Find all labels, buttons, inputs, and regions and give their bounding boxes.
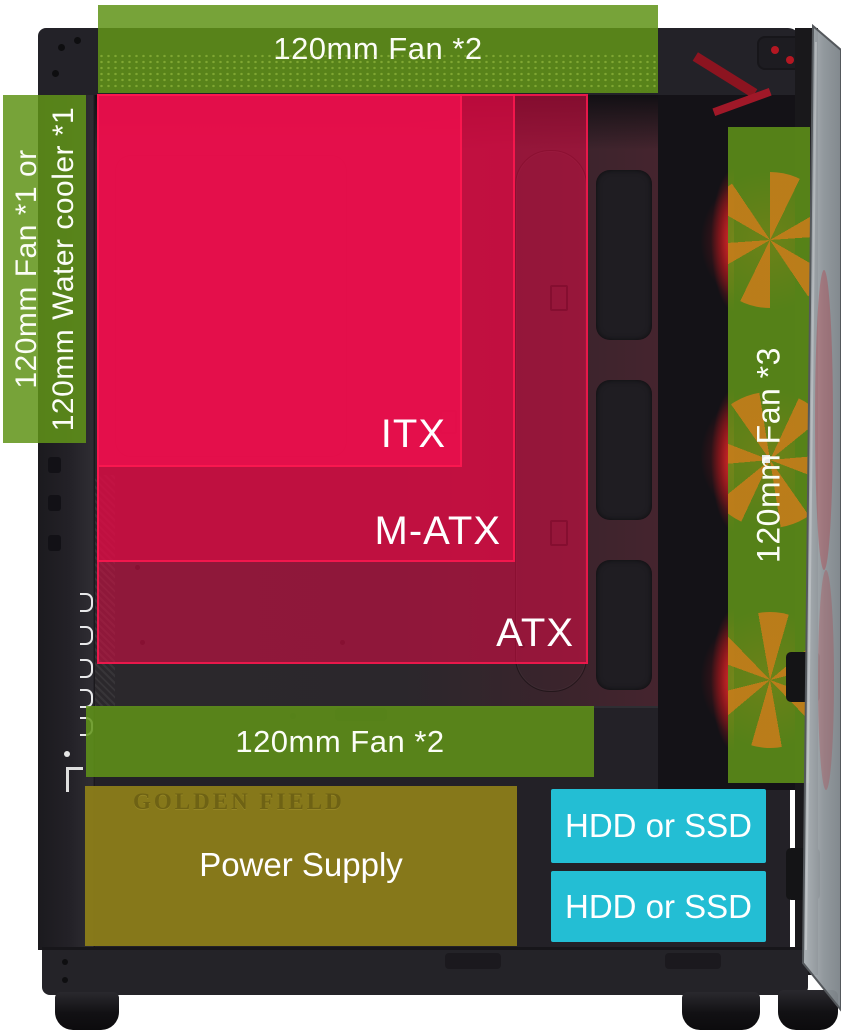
overlay-itx: ITX <box>97 94 462 467</box>
front-fan-label: 120mm Fan *1 or 120mm Water cooler *1 <box>8 107 82 432</box>
bottom-fan-banner: 120mm Fan *2 <box>86 706 594 777</box>
front-fan-line2: 120mm Water cooler *1 <box>46 106 80 432</box>
front-fan-line1: 120mm Fan *1 or <box>9 149 43 389</box>
bottom-tab <box>665 953 721 969</box>
screw-dot <box>62 959 68 965</box>
psu-brand-logo: GOLDEN FIELD <box>133 789 345 814</box>
panel-clip <box>80 659 93 678</box>
drive-bay-1-label: HDD or SSD <box>564 807 753 844</box>
top-fan-banner: 120mm Fan *2 <box>98 5 658 93</box>
red-accent-dot <box>771 46 779 54</box>
tray-cutout <box>596 380 652 520</box>
red-accent-dot <box>786 56 794 64</box>
bottom-tab <box>445 953 501 969</box>
psu-label: Power Supply <box>199 846 403 883</box>
drive-bay-2: HDD or SSD <box>551 871 766 942</box>
tray-cutout <box>596 170 652 340</box>
bottom-fan-label: 120mm Fan *2 <box>235 723 445 759</box>
power-supply-zone: GOLDEN FIELD Power Supply <box>85 786 517 946</box>
screw-dot <box>74 37 81 44</box>
panel-clip <box>80 593 93 612</box>
side-fan-label: 120mm Fan *3 <box>750 347 787 563</box>
screw-dot <box>62 977 68 983</box>
tray-cutout <box>596 560 652 690</box>
fan-hub-dot <box>762 455 770 463</box>
fan-icon <box>728 172 810 308</box>
atx-label: ATX <box>496 611 574 655</box>
panel-clip <box>48 535 61 551</box>
panel-clip <box>48 457 61 473</box>
top-fan-label: 120mm Fan *2 <box>273 31 483 66</box>
drive-bay-1: HDD or SSD <box>551 789 766 863</box>
case-foot-rear <box>778 990 838 1030</box>
panel-clip <box>48 495 61 511</box>
screw-dot <box>52 70 59 77</box>
case-foot <box>55 992 119 1030</box>
matx-label: M-ATX <box>374 509 501 553</box>
case-bottom-frame <box>42 947 808 995</box>
side-fan-banner: 120mm Fan *3 <box>728 127 810 783</box>
case-foot <box>682 992 760 1030</box>
drive-bay-2-label: HDD or SSD <box>564 887 753 925</box>
screw-dot <box>58 44 65 51</box>
fan-icon <box>728 584 810 776</box>
panel-dot <box>64 751 70 757</box>
panel-clip <box>80 626 93 645</box>
top-mesh-dots <box>98 53 658 91</box>
glass-red-reflection <box>818 570 834 790</box>
itx-label: ITX <box>380 412 446 456</box>
panel-bracket <box>66 767 83 792</box>
front-fan-banner: 120mm Fan *1 or 120mm Water cooler *1 <box>3 95 86 443</box>
